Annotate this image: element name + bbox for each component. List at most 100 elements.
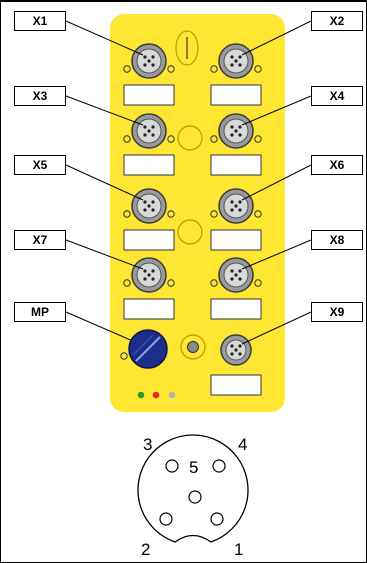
label-x7: X7 bbox=[14, 230, 66, 250]
connector-pin bbox=[143, 277, 147, 281]
leader-x1 bbox=[65, 20, 144, 56]
connector-pin bbox=[238, 208, 242, 212]
connector-x1[interactable] bbox=[123, 43, 175, 79]
connector-pin bbox=[230, 125, 234, 129]
pinout-number-5: 5 bbox=[189, 458, 199, 477]
connector-pin bbox=[234, 273, 238, 277]
connector-led bbox=[167, 135, 175, 143]
connector-x2[interactable] bbox=[210, 43, 262, 79]
connector-pin bbox=[230, 344, 234, 348]
connector-led bbox=[123, 65, 131, 73]
label-x3: X3 bbox=[14, 86, 66, 106]
pinout-number-3: 3 bbox=[143, 435, 153, 454]
connector-pin bbox=[147, 59, 151, 63]
leader-mp bbox=[65, 311, 143, 346]
pinout-pin-3 bbox=[165, 459, 179, 473]
mp-knob-slot-shade bbox=[132, 334, 154, 356]
leader-x9 bbox=[241, 311, 312, 345]
connector-pin bbox=[238, 133, 242, 137]
connector-led bbox=[123, 210, 131, 218]
connector-pin bbox=[234, 129, 238, 133]
connector-pin bbox=[230, 208, 234, 212]
marker-label-x2 bbox=[210, 84, 262, 106]
connector-pin bbox=[151, 55, 155, 59]
label-x9: X9 bbox=[311, 302, 363, 322]
screw-hole bbox=[177, 125, 203, 151]
leader-x2 bbox=[241, 20, 312, 56]
connector-pin bbox=[151, 208, 155, 212]
pinout-number-2: 2 bbox=[141, 540, 151, 559]
label-x8: X8 bbox=[311, 230, 363, 250]
connector-x6[interactable] bbox=[210, 188, 262, 224]
connector-pin bbox=[143, 208, 147, 212]
marker-label-x7 bbox=[123, 298, 175, 320]
marker-label-x9 bbox=[210, 374, 262, 396]
connector-led bbox=[254, 65, 262, 73]
connector-led bbox=[167, 279, 175, 287]
pinout-pin-5 bbox=[188, 490, 202, 504]
leader-x7 bbox=[65, 239, 144, 270]
marker-label-x8 bbox=[210, 298, 262, 320]
connector-pin bbox=[230, 277, 234, 281]
connector-pin bbox=[143, 125, 147, 129]
connector-pin bbox=[230, 352, 234, 356]
connector-led bbox=[210, 279, 218, 287]
connector-pin bbox=[238, 269, 242, 273]
connector-pin bbox=[234, 204, 238, 208]
mp-knob-slot bbox=[135, 336, 161, 362]
led-green bbox=[137, 391, 145, 399]
connector-pin bbox=[238, 55, 242, 59]
connector-pin bbox=[143, 55, 147, 59]
connector-pin bbox=[230, 55, 234, 59]
connector-pin bbox=[234, 348, 238, 352]
connector-led bbox=[123, 135, 131, 143]
connector-pin bbox=[151, 63, 155, 67]
marker-label-x6 bbox=[210, 229, 262, 251]
connector-led bbox=[210, 135, 218, 143]
connector-pin bbox=[143, 63, 147, 67]
pinout-number-1: 1 bbox=[234, 540, 244, 559]
pinout-number-4: 4 bbox=[238, 435, 248, 454]
connector-x7[interactable] bbox=[123, 257, 175, 293]
marker-label-x3 bbox=[123, 154, 175, 176]
connector-pin bbox=[143, 133, 147, 137]
leader-x6 bbox=[241, 164, 312, 201]
connector-pin bbox=[151, 200, 155, 204]
connector-led bbox=[123, 279, 131, 287]
connector-pin bbox=[234, 59, 238, 63]
connector-pin bbox=[230, 200, 234, 204]
connector-pin bbox=[238, 277, 242, 281]
label-x4: X4 bbox=[311, 86, 363, 106]
connector-led bbox=[254, 135, 262, 143]
connector-pin bbox=[151, 269, 155, 273]
connector-pin bbox=[147, 204, 151, 208]
pinout-pin-4 bbox=[212, 459, 226, 473]
marker-label-x1 bbox=[123, 84, 175, 106]
connector-pin bbox=[151, 133, 155, 137]
connector-pin bbox=[230, 269, 234, 273]
ground-screw-head bbox=[187, 341, 199, 353]
pinout-outline bbox=[137, 434, 249, 543]
leader-x8 bbox=[241, 239, 312, 270]
connector-x8[interactable] bbox=[210, 257, 262, 293]
connector-x3[interactable] bbox=[123, 113, 175, 149]
led-gray bbox=[168, 391, 176, 399]
label-x2: X2 bbox=[311, 11, 363, 31]
connector-led bbox=[210, 65, 218, 73]
connector-pin bbox=[143, 269, 147, 273]
connector-pin bbox=[230, 133, 234, 137]
pinout-pin-2 bbox=[159, 512, 173, 526]
connector-pin bbox=[238, 200, 242, 204]
mp-led bbox=[120, 352, 128, 360]
label-mp: MP bbox=[14, 302, 66, 322]
connector-pin bbox=[238, 344, 242, 348]
label-x1: X1 bbox=[14, 11, 66, 31]
marker-label-x4 bbox=[210, 154, 262, 176]
connector-x9[interactable] bbox=[220, 334, 252, 366]
label-x5: X5 bbox=[14, 155, 66, 175]
connector-pin bbox=[151, 125, 155, 129]
connector-pin bbox=[147, 273, 151, 277]
screw-hole bbox=[177, 219, 203, 245]
leader-x3 bbox=[65, 95, 144, 126]
